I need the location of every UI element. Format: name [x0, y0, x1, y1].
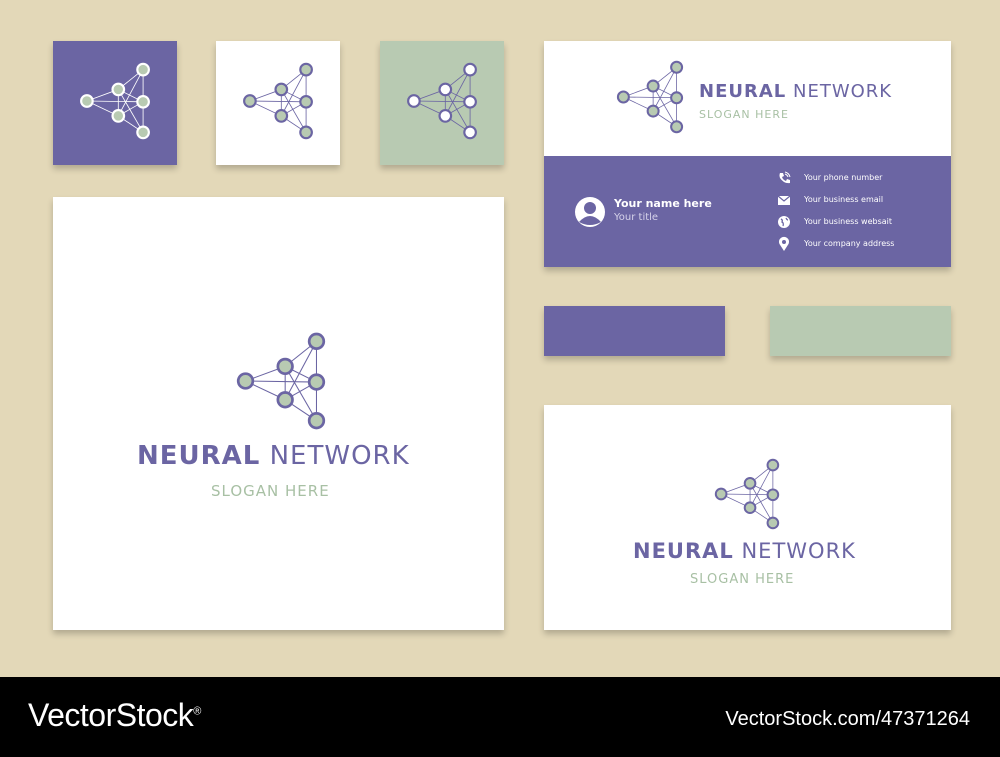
contact-address: Your company address [804, 239, 895, 248]
brand-name-bold: NEURAL [137, 441, 261, 471]
envelope-icon [777, 195, 791, 205]
vectorstock-logo-text: VectorStock [28, 697, 194, 733]
neural-network-logo-icon [236, 332, 326, 430]
business-card-info-band: Your name here Your title Your phone num… [544, 156, 951, 267]
neural-network-logo-icon [80, 62, 150, 140]
avatar-icon [575, 197, 605, 227]
sage-logo-tile [380, 41, 504, 165]
brand-name-light: NETWORK [792, 81, 893, 102]
purple-logo-tile [53, 41, 177, 165]
white-logo-tile [216, 41, 340, 165]
contact-email: Your business email [804, 195, 884, 204]
purple-swatch [544, 306, 725, 356]
neural-network-logo-icon [616, 60, 684, 134]
brand-slogan: SLOGAN HERE [690, 572, 795, 587]
contact-website: Your business websait [804, 217, 893, 226]
brand-slogan: SLOGAN HERE [699, 108, 789, 121]
person-name: Your name here [614, 197, 712, 210]
globe-icon [778, 216, 790, 228]
sage-swatch [770, 306, 951, 356]
phone-icon [779, 171, 791, 184]
neural-network-logo-icon [243, 62, 313, 140]
vectorstock-footer: VectorStock® VectorStock.com/47371264 [0, 677, 1000, 757]
person-title: Your title [614, 212, 659, 223]
business-card-back: NEURAL NETWORK SLOGAN HERE [544, 405, 951, 630]
brand-name: NEURAL NETWORK [137, 441, 410, 471]
neural-network-logo-icon [407, 62, 477, 140]
location-pin-icon [779, 236, 789, 251]
main-logo-card: NEURAL NETWORK SLOGAN HERE [53, 197, 504, 630]
brand-name-bold: NEURAL [699, 81, 787, 102]
vectorstock-logo: VectorStock® [28, 697, 201, 734]
brand-name: NEURAL NETWORK [633, 539, 856, 563]
brand-name-bold: NEURAL [633, 539, 734, 563]
image-url[interactable]: VectorStock.com/47371264 [725, 708, 970, 730]
neural-network-logo-icon [714, 458, 780, 530]
registered-mark: ® [193, 705, 201, 718]
brand-name-light: NETWORK [741, 539, 856, 563]
contact-phone: Your phone number [804, 173, 883, 182]
business-card-front: NEURAL NETWORK SLOGAN HERE Your name her… [544, 41, 951, 267]
brand-slogan: SLOGAN HERE [211, 482, 330, 500]
brand-name-light: NETWORK [269, 441, 410, 471]
brand-name: NEURAL NETWORK [699, 81, 892, 102]
